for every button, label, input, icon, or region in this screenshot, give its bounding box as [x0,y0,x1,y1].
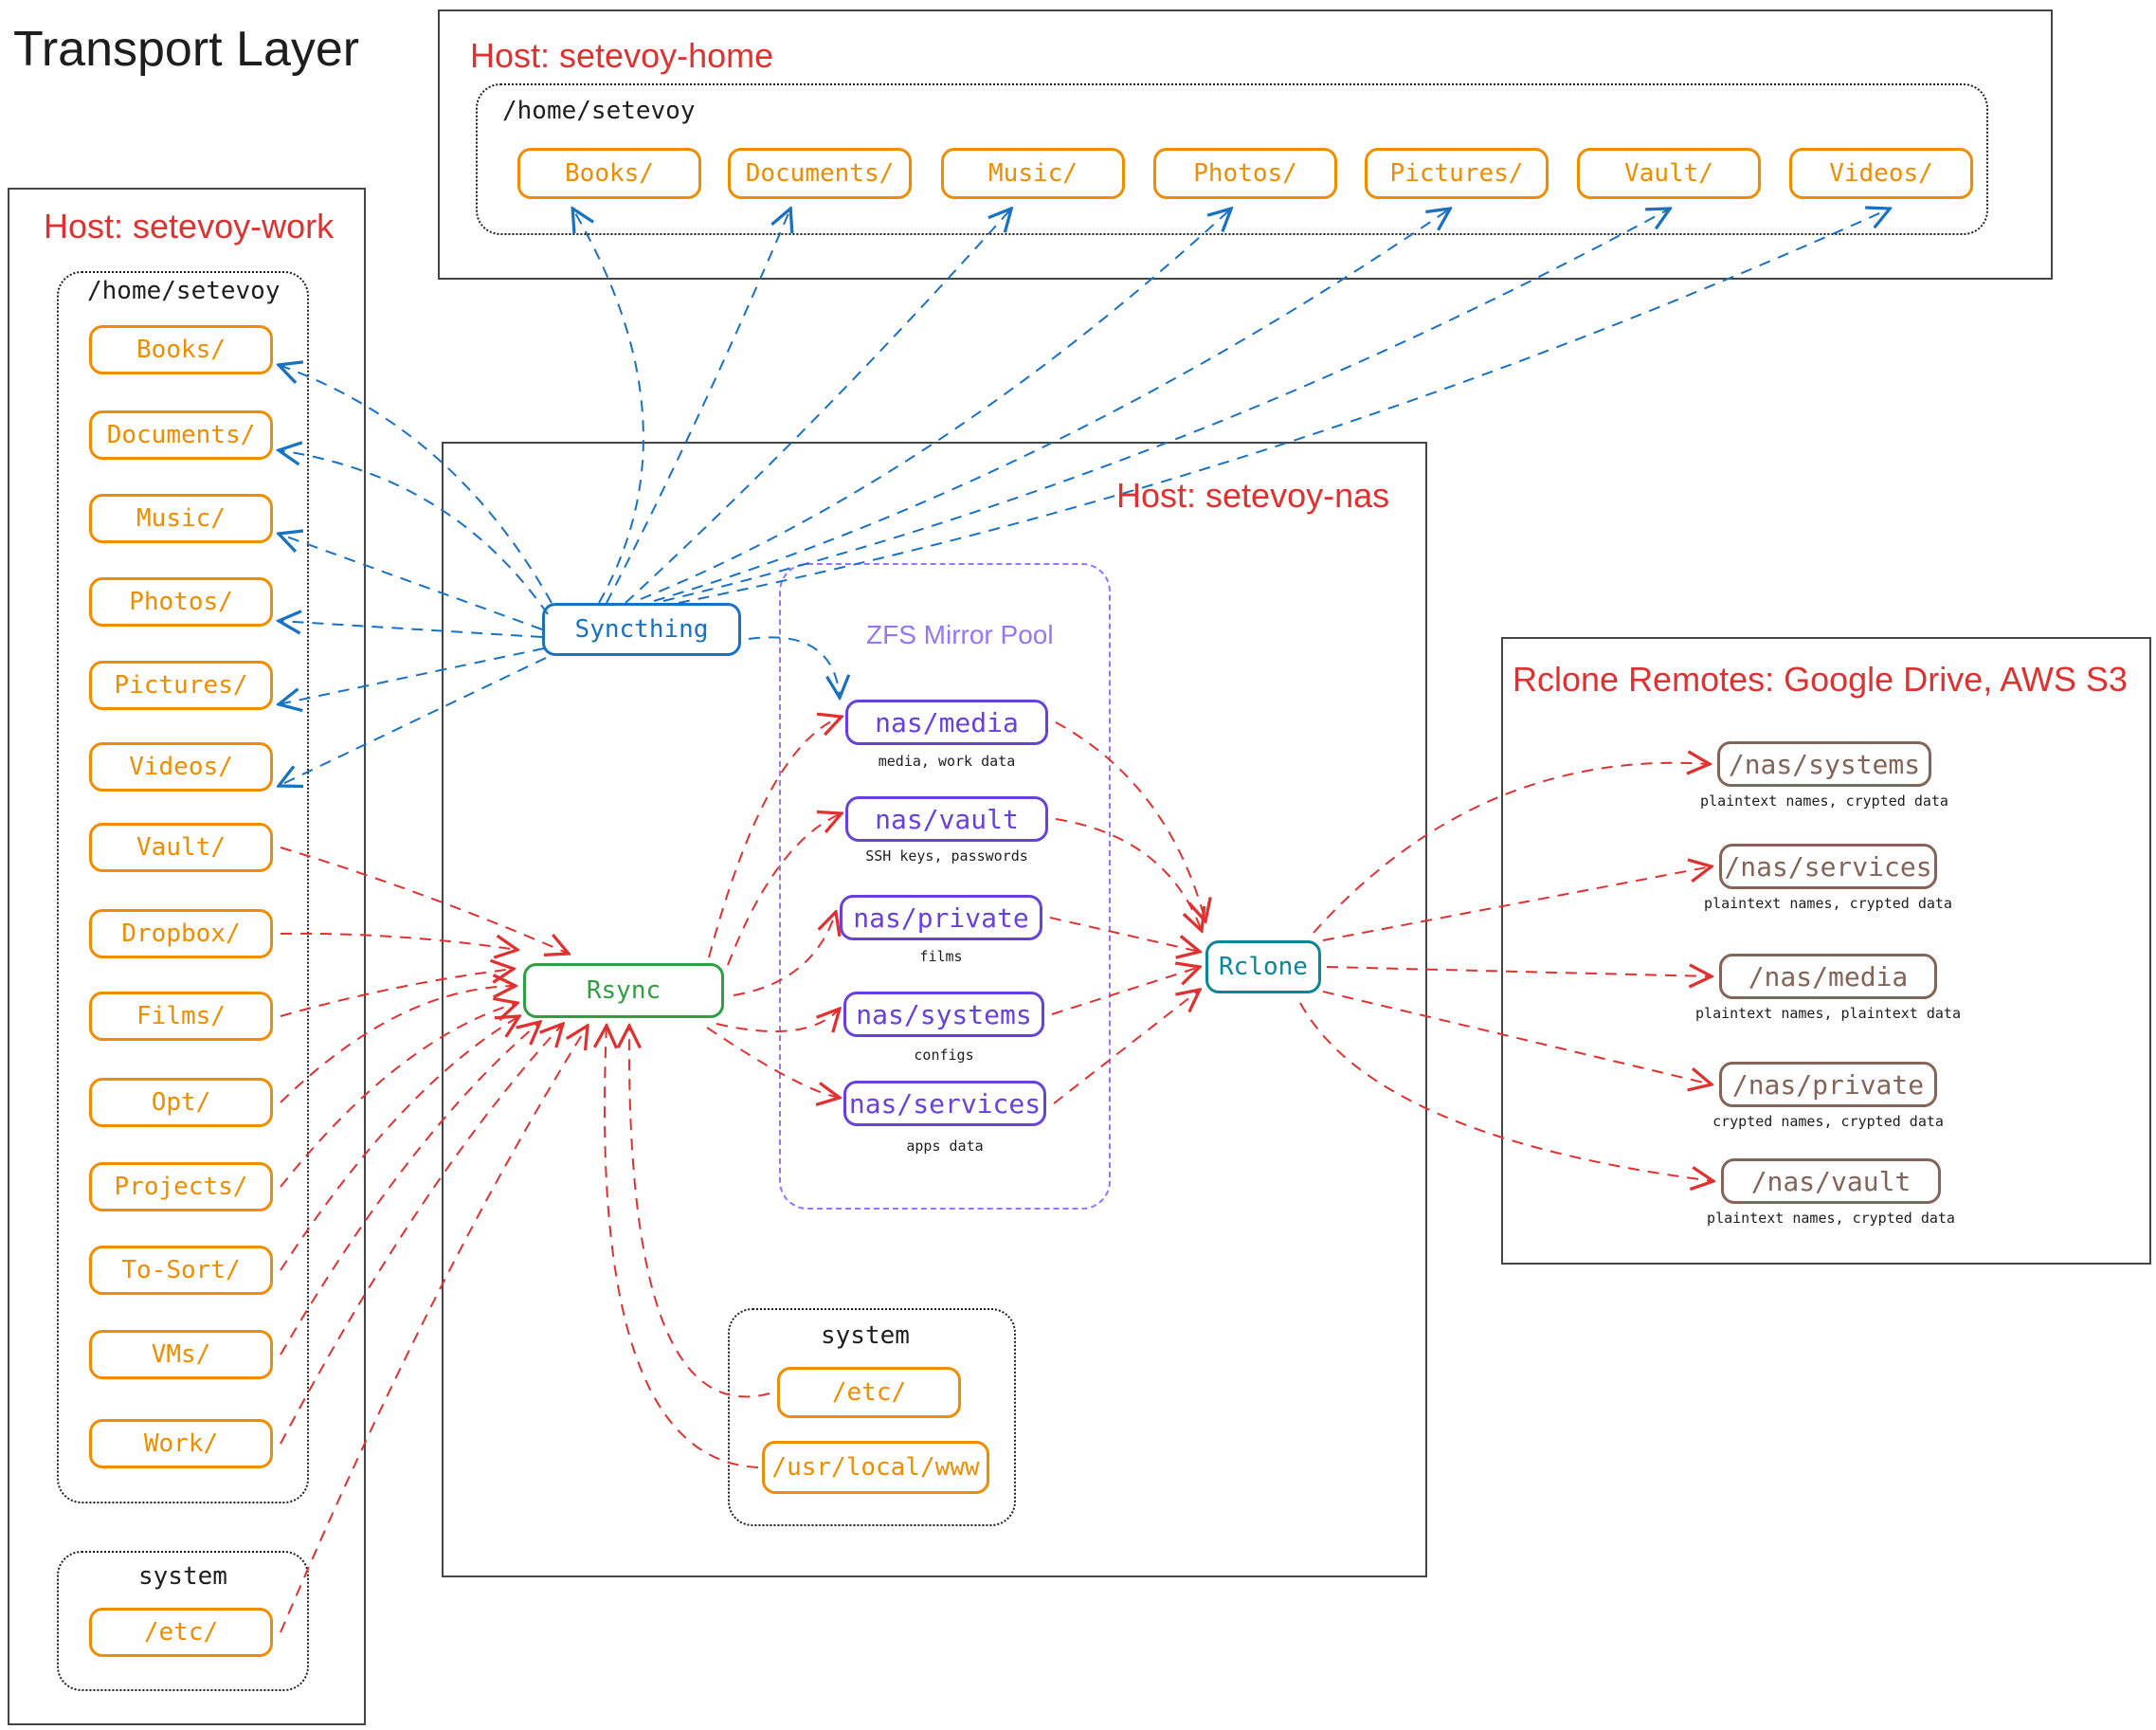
home-host-title: Host: setevoy-home [470,36,774,75]
remote-nas-vault[interactable]: /nas/vault [1721,1158,1941,1204]
work-folder-vms[interactable]: VMs/ [89,1330,273,1379]
dataset-nas-private[interactable]: nas/private [840,895,1042,940]
remote-caption: plaintext names, crypted data [1707,1210,1955,1227]
work-folder-videos[interactable]: Videos/ [89,742,273,792]
work-host-title: Host: setevoy-work [44,207,335,246]
work-folder-films[interactable]: Films/ [89,992,273,1041]
nas-host-title: Host: setevoy-nas [1116,476,1390,515]
work-folder-dropbox[interactable]: Dropbox/ [89,909,273,958]
dataset-caption: configs [914,1047,974,1064]
home-folder-videos[interactable]: Videos/ [1789,148,1973,199]
rclone-node[interactable]: Rclone [1205,940,1321,993]
home-folder-vault[interactable]: Vault/ [1577,148,1761,199]
remote-nas-media[interactable]: /nas/media [1719,954,1937,999]
home-group-label: /home/setevoy [502,97,696,125]
home-folder-books[interactable]: Books/ [517,148,701,199]
work-folder-projects[interactable]: Projects/ [89,1162,273,1211]
remotes-frame [1501,637,2151,1265]
remote-caption: crypted names, crypted data [1712,1113,1944,1130]
remote-nas-services[interactable]: /nas/services [1719,844,1937,889]
dataset-caption: SSH keys, passwords [865,847,1028,865]
work-folder-photos[interactable]: Photos/ [89,577,273,627]
nas-system-folder-usr-local-www[interactable]: /usr/local/www [762,1441,989,1494]
remote-nas-private[interactable]: /nas/private [1719,1062,1937,1107]
nas-system-label: system [821,1321,910,1350]
home-folder-photos[interactable]: Photos/ [1153,148,1337,199]
work-folder-vault[interactable]: Vault/ [89,823,273,872]
zfs-pool-label: ZFS Mirror Pool [866,620,1054,649]
home-folder-documents[interactable]: Documents/ [728,148,912,199]
home-folder-pictures[interactable]: Pictures/ [1365,148,1549,199]
remote-nas-systems[interactable]: /nas/systems [1717,741,1931,787]
remote-caption: plaintext names, crypted data [1704,895,1952,912]
remote-caption: plaintext names, plaintext data [1695,1005,1961,1022]
work-folder-to-sort[interactable]: To-Sort/ [89,1246,273,1295]
work-folder-opt[interactable]: Opt/ [89,1078,273,1127]
nas-system-folder-etc[interactable]: /etc/ [777,1367,961,1418]
dataset-nas-services[interactable]: nas/services [843,1081,1046,1126]
work-folder-music[interactable]: Music/ [89,494,273,543]
work-folder-documents[interactable]: Documents/ [89,410,273,460]
page-title: Transport Layer [13,22,360,77]
syncthing-node[interactable]: Syncthing [542,603,741,656]
work-folder-books[interactable]: Books/ [89,325,273,374]
dataset-caption: apps data [906,1138,984,1155]
dataset-nas-systems[interactable]: nas/systems [843,992,1044,1037]
work-system-folder-etc[interactable]: /etc/ [89,1608,273,1657]
work-host-frame [8,188,366,1725]
work-folder-work[interactable]: Work/ [89,1419,273,1468]
work-folder-pictures[interactable]: Pictures/ [89,661,273,710]
rsync-node[interactable]: Rsync [523,963,724,1018]
dataset-nas-vault[interactable]: nas/vault [845,796,1048,842]
work-group-label: /home/setevoy [87,277,281,305]
remotes-title: Rclone Remotes: Google Drive, AWS S3 [1513,660,2128,699]
dataset-caption: media, work data [878,753,1016,770]
remote-caption: plaintext names, crypted data [1700,792,1948,810]
dataset-caption: films [919,948,963,965]
dataset-nas-media[interactable]: nas/media [845,700,1048,745]
home-folder-music[interactable]: Music/ [941,148,1125,199]
work-system-label: system [138,1562,227,1591]
